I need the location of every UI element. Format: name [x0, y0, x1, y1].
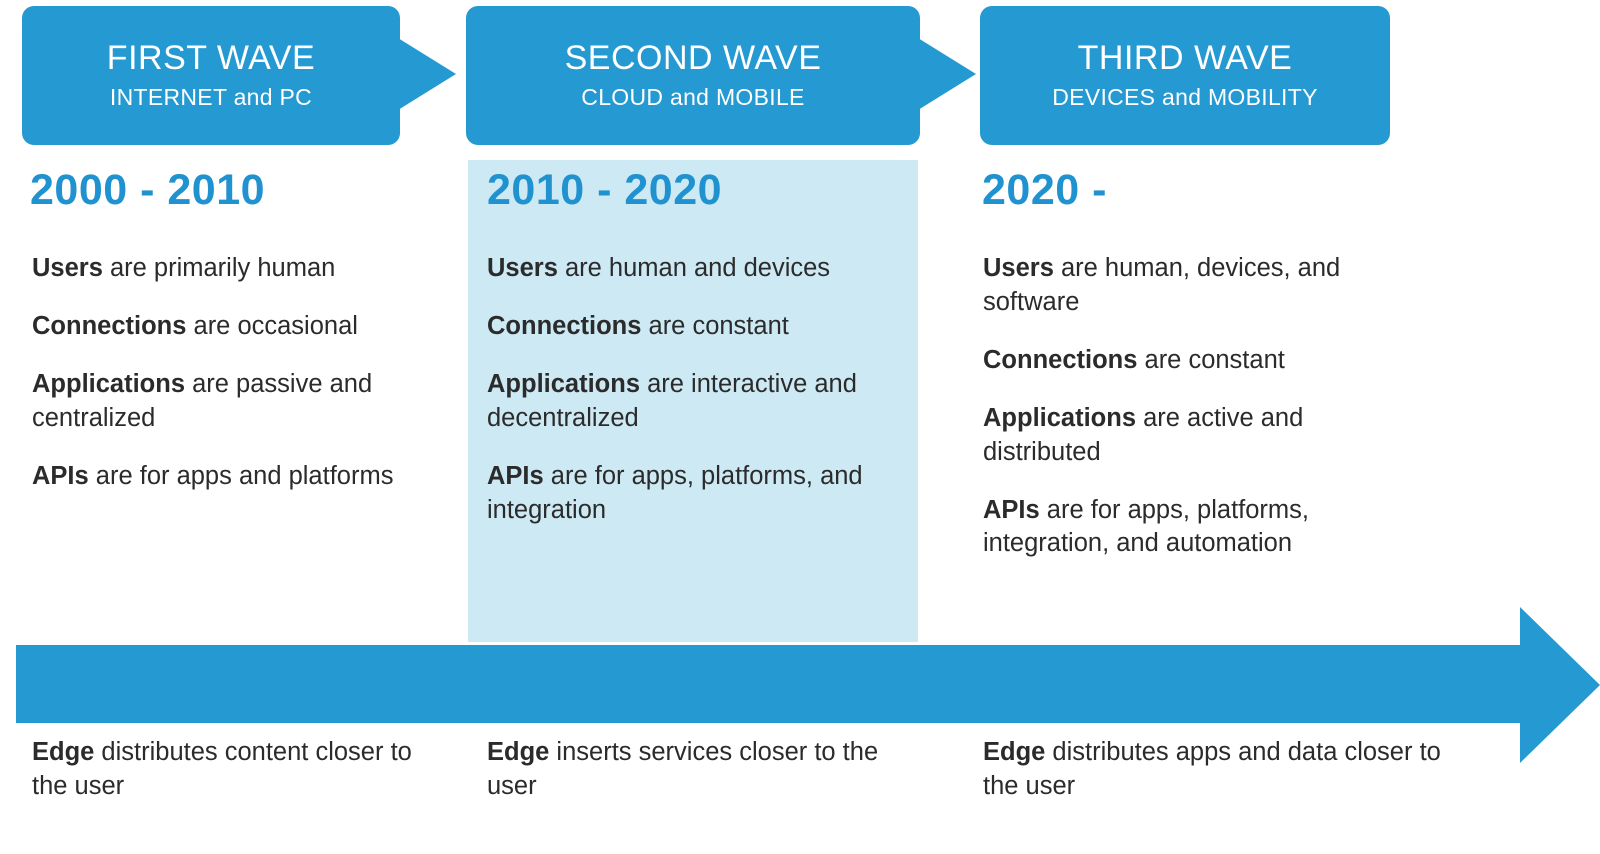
statement-rest: are for apps, platforms, and integration [487, 461, 863, 524]
statement-item: Applications are passive and centralized [32, 368, 452, 436]
era-heading-third: 2020 - [982, 166, 1107, 214]
statement-rest: are human and devices [557, 254, 831, 282]
wave-subtitle: INTERNET and PC [109, 84, 313, 111]
edge-statement-first: Edge distributes content closer to the u… [32, 736, 432, 804]
statement-lead: Users [983, 254, 1054, 282]
statement-item: Applications are interactive and decentr… [487, 368, 899, 436]
second-wave-highlight-panel [468, 160, 918, 642]
statement-rest: are interactive and decentralized [487, 369, 857, 432]
statement-item: Users are human and devices [487, 252, 899, 286]
edge-statement-second: Edge inserts services closer to the user [487, 736, 907, 804]
wave-subtitle: DEVICES and MOBILITY [1052, 84, 1318, 111]
wave-title: FIRST WAVE [106, 39, 316, 78]
edge-statement-row: Edge distributes content closer to the u… [0, 736, 1600, 854]
statement-list-third-wave: Users are human, devices, and software C… [983, 252, 1413, 561]
statement-item: Connections are constant [487, 310, 899, 344]
statement-rest: are passive and centralized [32, 369, 373, 432]
wave-header-third[interactable]: THIRD WAVE DEVICES and MOBILITY [980, 6, 1390, 145]
statement-item: Users are primarily human [32, 252, 452, 286]
statement-list-first-wave: Users are primarily human Connections ar… [32, 252, 452, 494]
statement-rest: are constant [1137, 345, 1285, 374]
era-heading-first: 2000 - 2010 [30, 166, 266, 214]
edge-lead: Edge [487, 738, 550, 766]
statement-lead: Applications [983, 403, 1137, 432]
statement-rest: are for apps, platforms, integration, an… [983, 495, 1309, 558]
timeline-arrow-icon [16, 604, 1600, 770]
statement-item: Connections are constant [983, 344, 1413, 378]
statement-item: APIs are for apps, platforms, integratio… [983, 494, 1413, 562]
statement-lead: Users [487, 254, 558, 282]
statement-rest: are primarily human [102, 254, 336, 282]
arrow-right-icon [398, 38, 456, 110]
edge-rest: distributes content closer to the user [32, 738, 412, 800]
wave-subtitle: CLOUD and MOBILE [581, 84, 805, 111]
edge-lead: Edge [32, 738, 95, 766]
statement-lead: APIs [487, 461, 544, 490]
statement-item: Connections are occasional [32, 310, 452, 344]
statement-rest: are occasional [186, 311, 358, 340]
edge-statement-third: Edge distributes apps and data closer to… [983, 736, 1453, 804]
statement-lead: APIs [32, 461, 89, 490]
edge-rest: distributes apps and data closer to the … [983, 738, 1441, 800]
statement-lead: Applications [487, 369, 641, 398]
statement-item: APIs are for apps, platforms, and integr… [487, 460, 899, 528]
statement-lead: Applications [32, 369, 186, 398]
statement-list-second-wave: Users are human and devices Connections … [487, 252, 899, 527]
statement-item: APIs are for apps and platforms [32, 460, 452, 494]
wave-title: SECOND WAVE [564, 39, 822, 78]
wave-header-row: FIRST WAVE INTERNET and PC SECOND WAVE C… [0, 0, 1600, 152]
statement-lead: Connections [487, 311, 642, 340]
statement-rest: are constant [641, 311, 789, 340]
era-heading-second: 2010 - 2020 [487, 166, 723, 214]
statement-lead: Users [32, 254, 103, 282]
statement-rest: are active and distributed [983, 403, 1304, 466]
statement-rest: are for apps and platforms [88, 461, 394, 490]
statement-item: Applications are active and distributed [983, 402, 1413, 470]
statement-rest: are human, devices, and software [983, 254, 1341, 316]
arrow-right-icon [918, 38, 976, 110]
statement-lead: Connections [32, 311, 187, 340]
wave-title: THIRD WAVE [1077, 39, 1293, 78]
statement-item: Users are human, devices, and software [983, 252, 1413, 320]
edge-lead: Edge [983, 738, 1046, 766]
wave-header-first[interactable]: FIRST WAVE INTERNET and PC [22, 6, 400, 145]
statement-lead: APIs [983, 495, 1040, 524]
edge-rest: inserts services closer to the user [487, 738, 879, 800]
wave-header-second[interactable]: SECOND WAVE CLOUD and MOBILE [466, 6, 920, 145]
statement-lead: Connections [983, 345, 1138, 374]
